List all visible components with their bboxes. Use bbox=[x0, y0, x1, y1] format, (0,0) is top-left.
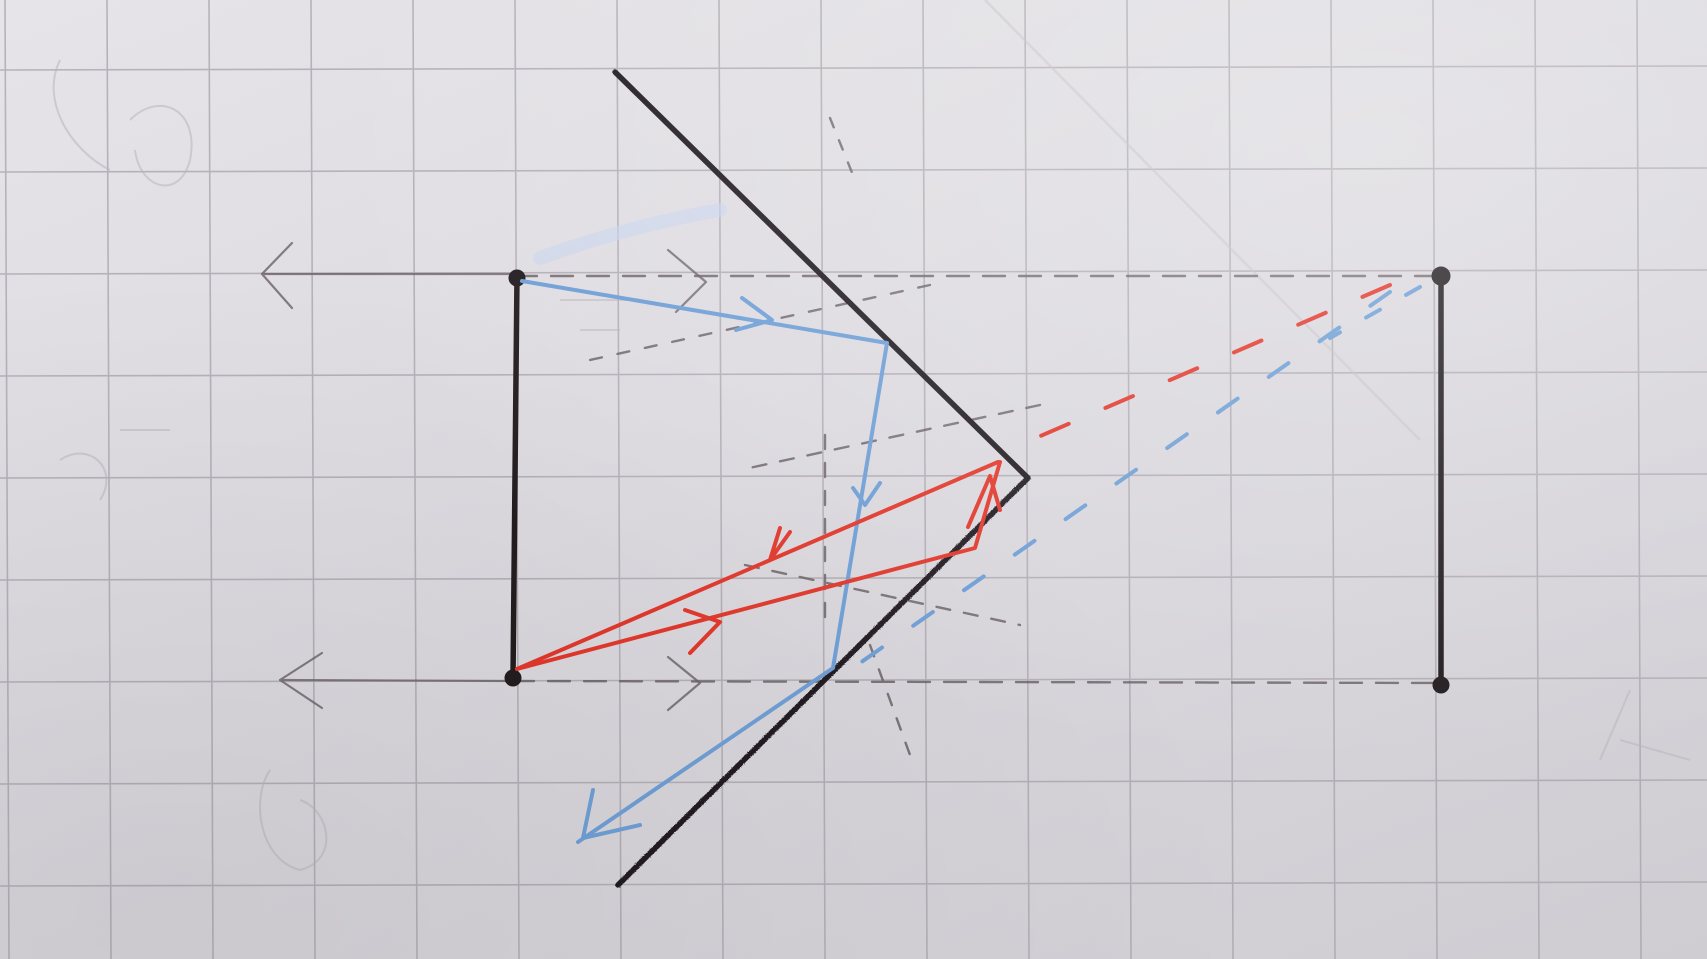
grid-vertical-line bbox=[106, 0, 112, 959]
grid-vertical-line bbox=[310, 0, 316, 959]
normal-line-5 bbox=[743, 563, 1022, 627]
grid-horizontal-line bbox=[0, 575, 1707, 581]
blue-ray-arrow-1 bbox=[734, 296, 774, 332]
blue-virtual-ray bbox=[848, 290, 1392, 672]
grid-vertical-line bbox=[1432, 0, 1438, 959]
erased-marks bbox=[52, 0, 1691, 872]
grid-vertical-line bbox=[616, 0, 622, 959]
grid-horizontal-line bbox=[0, 371, 1707, 377]
grid-vertical-line bbox=[820, 0, 826, 959]
red-virtual-ray bbox=[1006, 283, 1392, 452]
grid-horizontal-line bbox=[0, 881, 1707, 887]
red-ray-arrow-1 bbox=[683, 608, 722, 655]
blue-ray-path bbox=[520, 279, 889, 844]
grid-vertical-line bbox=[718, 0, 724, 959]
grid-vertical-line bbox=[1330, 0, 1336, 959]
object-top-point bbox=[508, 269, 526, 287]
grid-vertical-line bbox=[412, 0, 418, 959]
red-ray-arrow-3 bbox=[966, 474, 1002, 529]
grid-horizontal-line bbox=[0, 167, 1707, 173]
image-top-point bbox=[1431, 266, 1451, 286]
grid-horizontal-line bbox=[0, 65, 1707, 71]
grid-horizontal-line bbox=[0, 269, 1707, 275]
blue-ray-arrow-3 bbox=[581, 788, 642, 840]
right-arrow-bottom bbox=[666, 655, 702, 712]
right-arrow-top bbox=[666, 248, 708, 314]
blue-virtual-tick bbox=[1328, 285, 1422, 340]
object-arrow bbox=[510, 273, 520, 681]
upper-mirror bbox=[612, 69, 1031, 481]
blue-ray bbox=[520, 203, 1422, 844]
mirrors bbox=[612, 69, 1031, 888]
red-ray bbox=[515, 283, 1392, 671]
normal-line-2 bbox=[828, 116, 857, 182]
grid-horizontal-line bbox=[0, 473, 1707, 479]
blue-highlight bbox=[533, 203, 727, 265]
image-bottom-point bbox=[1432, 676, 1450, 694]
construction-lines bbox=[510, 116, 1442, 757]
normal-line-4 bbox=[738, 403, 1042, 472]
left-arrow-top bbox=[260, 241, 294, 310]
grid-vertical-line bbox=[1228, 0, 1234, 959]
grid-vertical-line bbox=[922, 0, 928, 959]
direction-arrows bbox=[260, 241, 708, 712]
bottom-extension-line bbox=[510, 679, 1442, 685]
blue-ray-arrow-2 bbox=[851, 481, 882, 507]
object-and-image bbox=[504, 266, 1451, 694]
grid-horizontal-line bbox=[0, 779, 1707, 785]
red-ray-arrow-2 bbox=[768, 526, 792, 562]
grid-vertical-line bbox=[4, 0, 10, 959]
red-ray-path bbox=[515, 460, 1002, 671]
normal-line-3 bbox=[868, 643, 912, 757]
grid-vertical-line bbox=[1534, 0, 1540, 959]
grid-vertical-line bbox=[1636, 0, 1642, 959]
object-bottom-point bbox=[504, 669, 522, 687]
grid-vertical-line bbox=[208, 0, 214, 959]
grid-horizontal-line bbox=[0, 677, 1707, 683]
lower-mirror bbox=[615, 475, 1031, 888]
grid-vertical-line bbox=[1126, 0, 1132, 959]
